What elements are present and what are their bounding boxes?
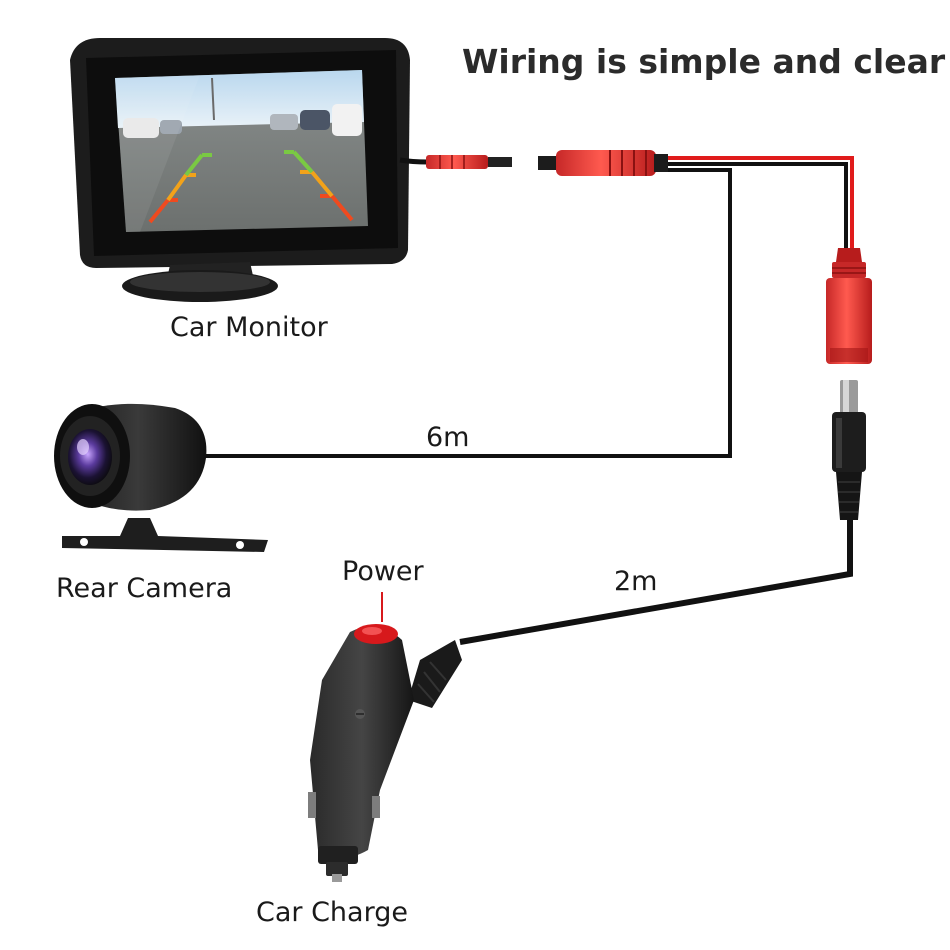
car-monitor-label: Car Monitor [170, 312, 328, 343]
car-charger-icon [308, 624, 462, 882]
headline-title: Wiring is simple and clear ! [462, 42, 950, 81]
rear-camera-label: Rear Camera [56, 573, 233, 604]
dc-socket-icon [826, 248, 872, 364]
power-label: Power [342, 556, 424, 587]
car-monitor-icon [70, 38, 512, 302]
wire-harness [200, 156, 854, 458]
power-cable [459, 520, 853, 645]
rear-camera-icon [54, 403, 268, 552]
camera-cable-length-label: 6m [426, 422, 470, 453]
dc-plug-icon [832, 380, 866, 520]
harness-connector-icon [538, 150, 668, 176]
car-charge-label: Car Charge [256, 897, 408, 928]
power-cable-length-label: 2m [614, 566, 658, 597]
